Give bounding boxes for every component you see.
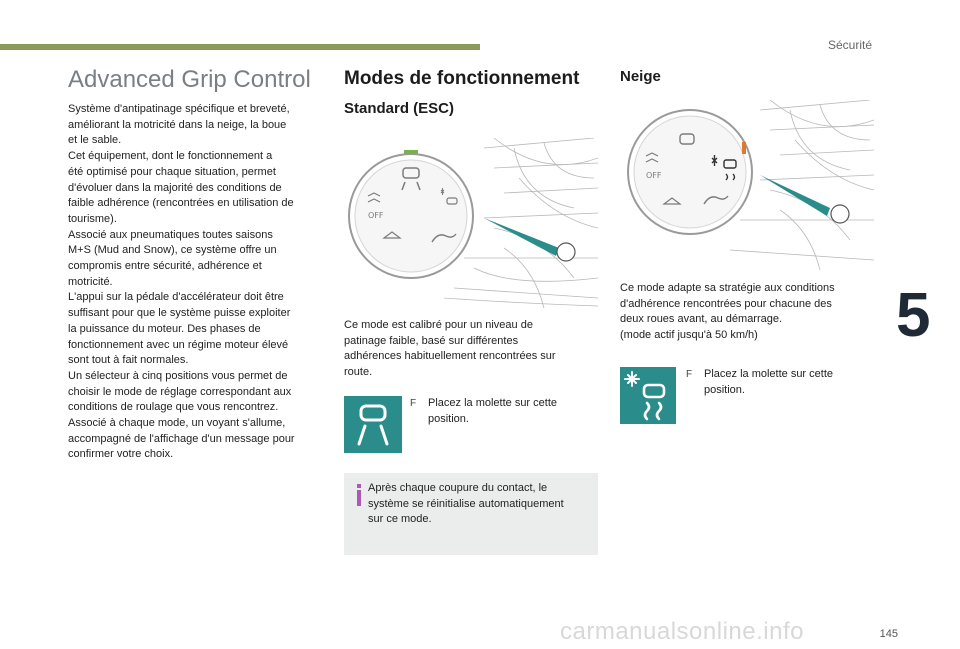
text-line: motricité. bbox=[68, 275, 113, 288]
neige-bullet-text: Placez la molette sur cette position. bbox=[704, 367, 864, 398]
text-line: tourisme). bbox=[68, 212, 117, 225]
text-line: Cet équipement, dont le fonctionnement a bbox=[68, 150, 273, 163]
text-line: Après chaque coupure du contact, le bbox=[368, 482, 548, 494]
neige-mode-icon bbox=[620, 367, 676, 424]
text-line: route. bbox=[344, 366, 373, 379]
text-line: accompagné de l'affichage d'un message p… bbox=[68, 432, 295, 445]
watermark: carmanualsonline.info bbox=[560, 618, 804, 645]
text-line: choisir le mode de réglage correspondant… bbox=[68, 385, 292, 398]
text-line: faible adhérence (rencontrées en utilisa… bbox=[68, 197, 294, 210]
text-line: d'évoluer dans la majorité des condition… bbox=[68, 181, 282, 194]
middle-title: Modes de fonctionnement bbox=[344, 68, 580, 89]
text-line: Associé à chaque mode, un voyant s'allum… bbox=[68, 417, 286, 430]
text-line: (mode actif jusqu'à 50 km/h) bbox=[620, 329, 758, 342]
text-line: la puissance du moteur. Des phases de bbox=[68, 322, 261, 335]
text-line: Ce mode est calibré pour un niveau de bbox=[344, 319, 533, 331]
text-line: été optimisé pour chaque situation, perm… bbox=[68, 165, 276, 178]
text-line: suffisant pour que le système puisse exp… bbox=[68, 307, 291, 320]
info-icon bbox=[356, 484, 362, 506]
text-line: d'adhérence rencontrées pour chacune des bbox=[620, 297, 832, 310]
snow-car-icon bbox=[624, 371, 666, 421]
text-line: sur ce mode. bbox=[368, 513, 432, 526]
text-line: confirmer votre choix. bbox=[68, 448, 174, 461]
text-line: L'appui sur la pédale d'accélérateur doi… bbox=[68, 291, 284, 304]
text-line: Placez la molette sur cette bbox=[704, 368, 834, 380]
bullet-marker: F bbox=[410, 398, 417, 409]
text-line: position. bbox=[704, 383, 745, 396]
standard-mode-icon bbox=[344, 396, 402, 453]
neige-subtitle: Neige bbox=[620, 68, 661, 85]
text-line: conditions de roulage que vous rencontre… bbox=[68, 401, 279, 414]
text-line: Système d'antipatinage spécifique et bre… bbox=[68, 103, 290, 115]
section-title: Sécurité bbox=[827, 38, 872, 52]
text-line: adhérences habituellement rencontrées su… bbox=[344, 350, 556, 363]
text-line: système se réinitialise automatiquement bbox=[368, 497, 564, 510]
neige-dial-illustration: OFF bbox=[620, 100, 874, 270]
text-line: sont tout à fait normales. bbox=[68, 354, 189, 367]
car-road-icon bbox=[357, 404, 389, 446]
text-line: améliorant la motricité dans la neige, l… bbox=[68, 118, 287, 131]
bullet-marker: F bbox=[686, 369, 693, 380]
text-line: Un sélecteur à cinq positions vous perme… bbox=[68, 369, 288, 382]
left-title: Advanced Grip Control bbox=[68, 66, 311, 93]
header-accent-bar bbox=[0, 44, 480, 50]
text-line: Associé aux pneumatiques toutes saisons bbox=[68, 228, 273, 241]
standard-description: Ce mode est calibré pour un niveau de pa… bbox=[344, 318, 594, 381]
dial-off-label: OFF bbox=[368, 211, 384, 220]
text-line: deux roues avant, au démarrage. bbox=[620, 313, 783, 326]
text-line: fonctionnement avec un régime moteur éle… bbox=[68, 338, 289, 351]
standard-dial-illustration: OFF bbox=[344, 138, 598, 308]
text-line: Ce mode adapte sa stratégie aux conditio… bbox=[620, 282, 835, 294]
text-line: Placez la molette sur cette bbox=[428, 397, 558, 409]
text-line: compromis entre sécurité, adhérence et bbox=[68, 260, 262, 273]
page-number: 145 bbox=[879, 628, 898, 640]
info-note-text: Après chaque coupure du contact, le syst… bbox=[368, 481, 590, 528]
dial-off-label: OFF bbox=[646, 171, 662, 180]
neige-description: Ce mode adapte sa stratégie aux conditio… bbox=[620, 281, 870, 344]
text-line: M+S (Mud and Snow), ce système offre un bbox=[68, 244, 277, 257]
text-line: position. bbox=[428, 412, 469, 425]
text-line: patinage faible, basé sur différentes bbox=[344, 334, 519, 347]
standard-subtitle: Standard (ESC) bbox=[344, 100, 455, 117]
text-line: et le sable. bbox=[68, 134, 122, 147]
info-note-box bbox=[344, 473, 598, 555]
chapter-number: 5 bbox=[896, 281, 931, 350]
standard-bullet-text: Placez la molette sur cette position. bbox=[428, 396, 588, 427]
left-body: Système d'antipatinage spécifique et bre… bbox=[68, 102, 323, 463]
